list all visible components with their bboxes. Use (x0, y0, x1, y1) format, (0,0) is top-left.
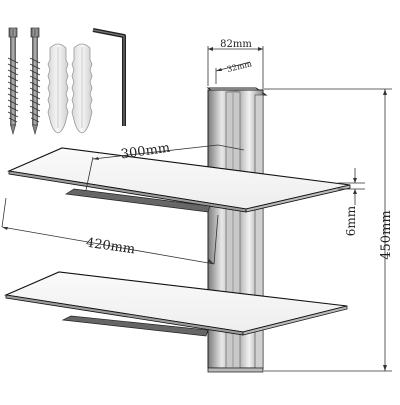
screw-left-icon (7, 27, 19, 136)
glass-thickness-label: 6mm (344, 205, 358, 236)
shelf-depth-label: 300mm (120, 141, 171, 163)
wall-plug-left-icon (47, 43, 69, 134)
shelf-width-label: 420mm (85, 236, 136, 258)
upper-glass-shelf (7, 147, 351, 213)
hex-key-icon (92, 28, 126, 126)
dimension-bracket-depth: 32mm (215, 59, 253, 84)
bracket-depth-label: 32mm (226, 59, 253, 74)
dimension-shelf-depth: 300mm (85, 141, 245, 191)
bracket-width-label: 82mm (220, 39, 252, 50)
dimension-glass-thickness: 6mm (338, 168, 365, 236)
wall-plug-right-icon (71, 43, 93, 134)
dimension-shelf-width: 420mm (1, 197, 219, 265)
screw-right-icon (29, 27, 41, 136)
lower-glass-shelf (4, 271, 348, 337)
total-height-label: 450mm (379, 210, 394, 259)
dimension-bracket-width: 82mm (207, 39, 264, 93)
dimension-total-height: 450mm (264, 88, 394, 372)
